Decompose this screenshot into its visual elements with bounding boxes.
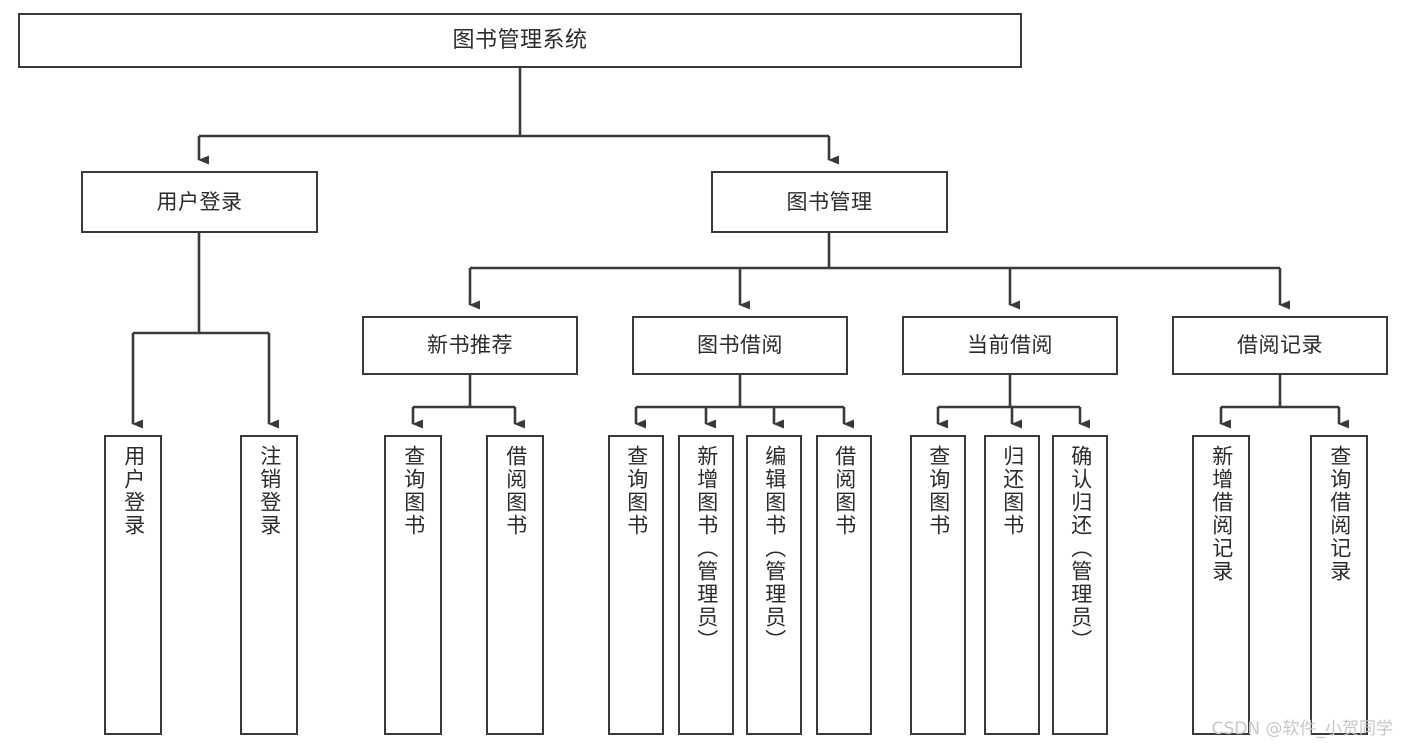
node-leaf-user-login: 用户登录 [104, 435, 162, 735]
node-book-borrow: 图书借阅 [632, 316, 848, 375]
node-label: 借阅图书 [832, 445, 857, 537]
node-leaf-query-book-borrow: 查询图书 [608, 435, 664, 735]
node-label: 注销登录 [257, 445, 282, 537]
node-label: 查询图书 [624, 445, 649, 537]
node-user-login: 用户登录 [81, 171, 318, 233]
node-label: 借阅图书 [503, 445, 528, 537]
node-root: 图书管理系统 [18, 13, 1022, 68]
node-label: 查询借阅记录 [1327, 445, 1352, 583]
node-leaf-borrow-book-recommend: 借阅图书 [486, 435, 544, 735]
node-label: 用户登录 [121, 445, 146, 537]
node-current-borrow: 当前借阅 [902, 316, 1118, 375]
node-label: 查询图书 [926, 445, 951, 537]
node-leaf-add-borrow-record: 新增借阅记录 [1192, 435, 1250, 735]
node-label: 编辑图书（管理员） [762, 445, 787, 652]
node-label: 用户登录 [156, 189, 243, 214]
node-label: 归还图书 [1000, 445, 1025, 537]
csdn-watermark: CSDN @软件_小贺同学 [1211, 719, 1393, 739]
node-leaf-query-borrow-record: 查询借阅记录 [1310, 435, 1368, 735]
node-label: 当前借阅 [967, 333, 1053, 358]
node-leaf-logout: 注销登录 [240, 435, 298, 735]
node-borrow-record: 借阅记录 [1172, 316, 1388, 375]
node-label: 确认归还（管理员） [1068, 445, 1093, 652]
node-leaf-query-book-current: 查询图书 [910, 435, 966, 735]
node-leaf-edit-book: 编辑图书（管理员） [746, 435, 802, 735]
node-label: 借阅记录 [1237, 333, 1323, 358]
node-leaf-confirm-return: 确认归还（管理员） [1052, 435, 1108, 735]
node-leaf-borrow-book: 借阅图书 [816, 435, 872, 735]
node-label: 查询图书 [401, 445, 426, 537]
node-new-book-recommend: 新书推荐 [362, 316, 578, 375]
node-label: 图书管理系统 [452, 27, 588, 53]
node-label: 新增借阅记录 [1209, 445, 1234, 583]
node-leaf-add-book: 新增图书（管理员） [678, 435, 734, 735]
node-leaf-query-book-recommend: 查询图书 [384, 435, 442, 735]
node-leaf-return-book: 归还图书 [984, 435, 1040, 735]
node-label: 新增图书（管理员） [694, 445, 719, 652]
node-book-management: 图书管理 [711, 171, 948, 233]
node-label: 图书借阅 [697, 333, 783, 358]
node-label: 图书管理 [786, 189, 873, 214]
node-label: 新书推荐 [427, 333, 513, 358]
